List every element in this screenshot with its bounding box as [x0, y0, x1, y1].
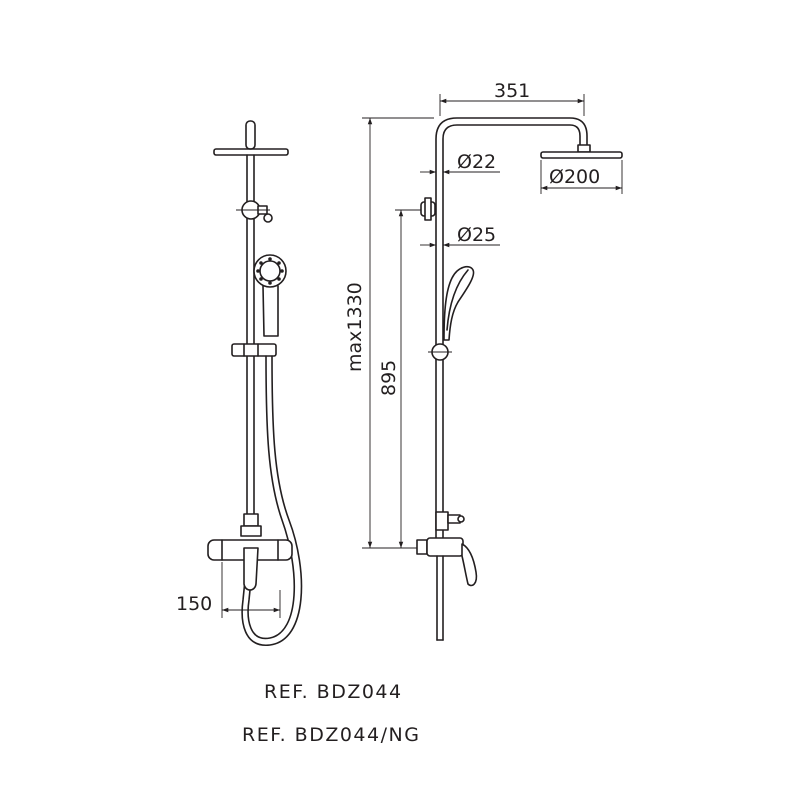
side-riser-pipe	[435, 117, 588, 541]
side-slider-bracket	[428, 343, 452, 361]
dimension-351-label: 351	[494, 80, 530, 102]
side-diverter	[435, 511, 465, 531]
side-mixer-valve	[416, 537, 478, 587]
dimension-895-label: 895	[378, 360, 400, 396]
dimension-150: 150	[176, 562, 281, 618]
dimension-max-1330-label: max1330	[344, 282, 366, 372]
dimension-351: 351	[439, 80, 585, 116]
side-spout	[436, 555, 444, 641]
dimension-dia-22: Ø22	[420, 151, 500, 175]
side-upper-bracket	[420, 197, 436, 221]
dimension-dia-25-label: Ø25	[457, 224, 496, 246]
side-view	[416, 117, 623, 641]
side-hand-shower	[443, 265, 475, 341]
dimension-dia-25: Ø25	[420, 224, 500, 248]
front-diverter	[240, 513, 262, 537]
dimension-150-label: 150	[176, 593, 212, 615]
dimension-dia-200: Ø200	[540, 160, 623, 194]
reference-code-1: REF. BDZ044	[264, 681, 403, 703]
reference-code-2: REF. BDZ044/NG	[242, 724, 421, 746]
dimension-max-1330: max1330	[344, 117, 434, 549]
front-mixer-valve	[207, 539, 293, 591]
front-upper-connector	[236, 200, 273, 223]
front-shower-hose	[241, 355, 303, 646]
hand-shower-nozzle-ring	[256, 257, 284, 285]
front-view	[207, 120, 303, 646]
dimension-895: 895	[378, 209, 421, 548]
side-overhead-shower-head	[540, 144, 623, 159]
dimension-dia-200-label: Ø200	[549, 166, 600, 188]
front-slider-bracket	[231, 343, 277, 357]
dimension-dia-22-label: Ø22	[457, 151, 496, 173]
front-overhead-shower-head	[213, 120, 289, 156]
front-hand-shower	[253, 254, 287, 337]
